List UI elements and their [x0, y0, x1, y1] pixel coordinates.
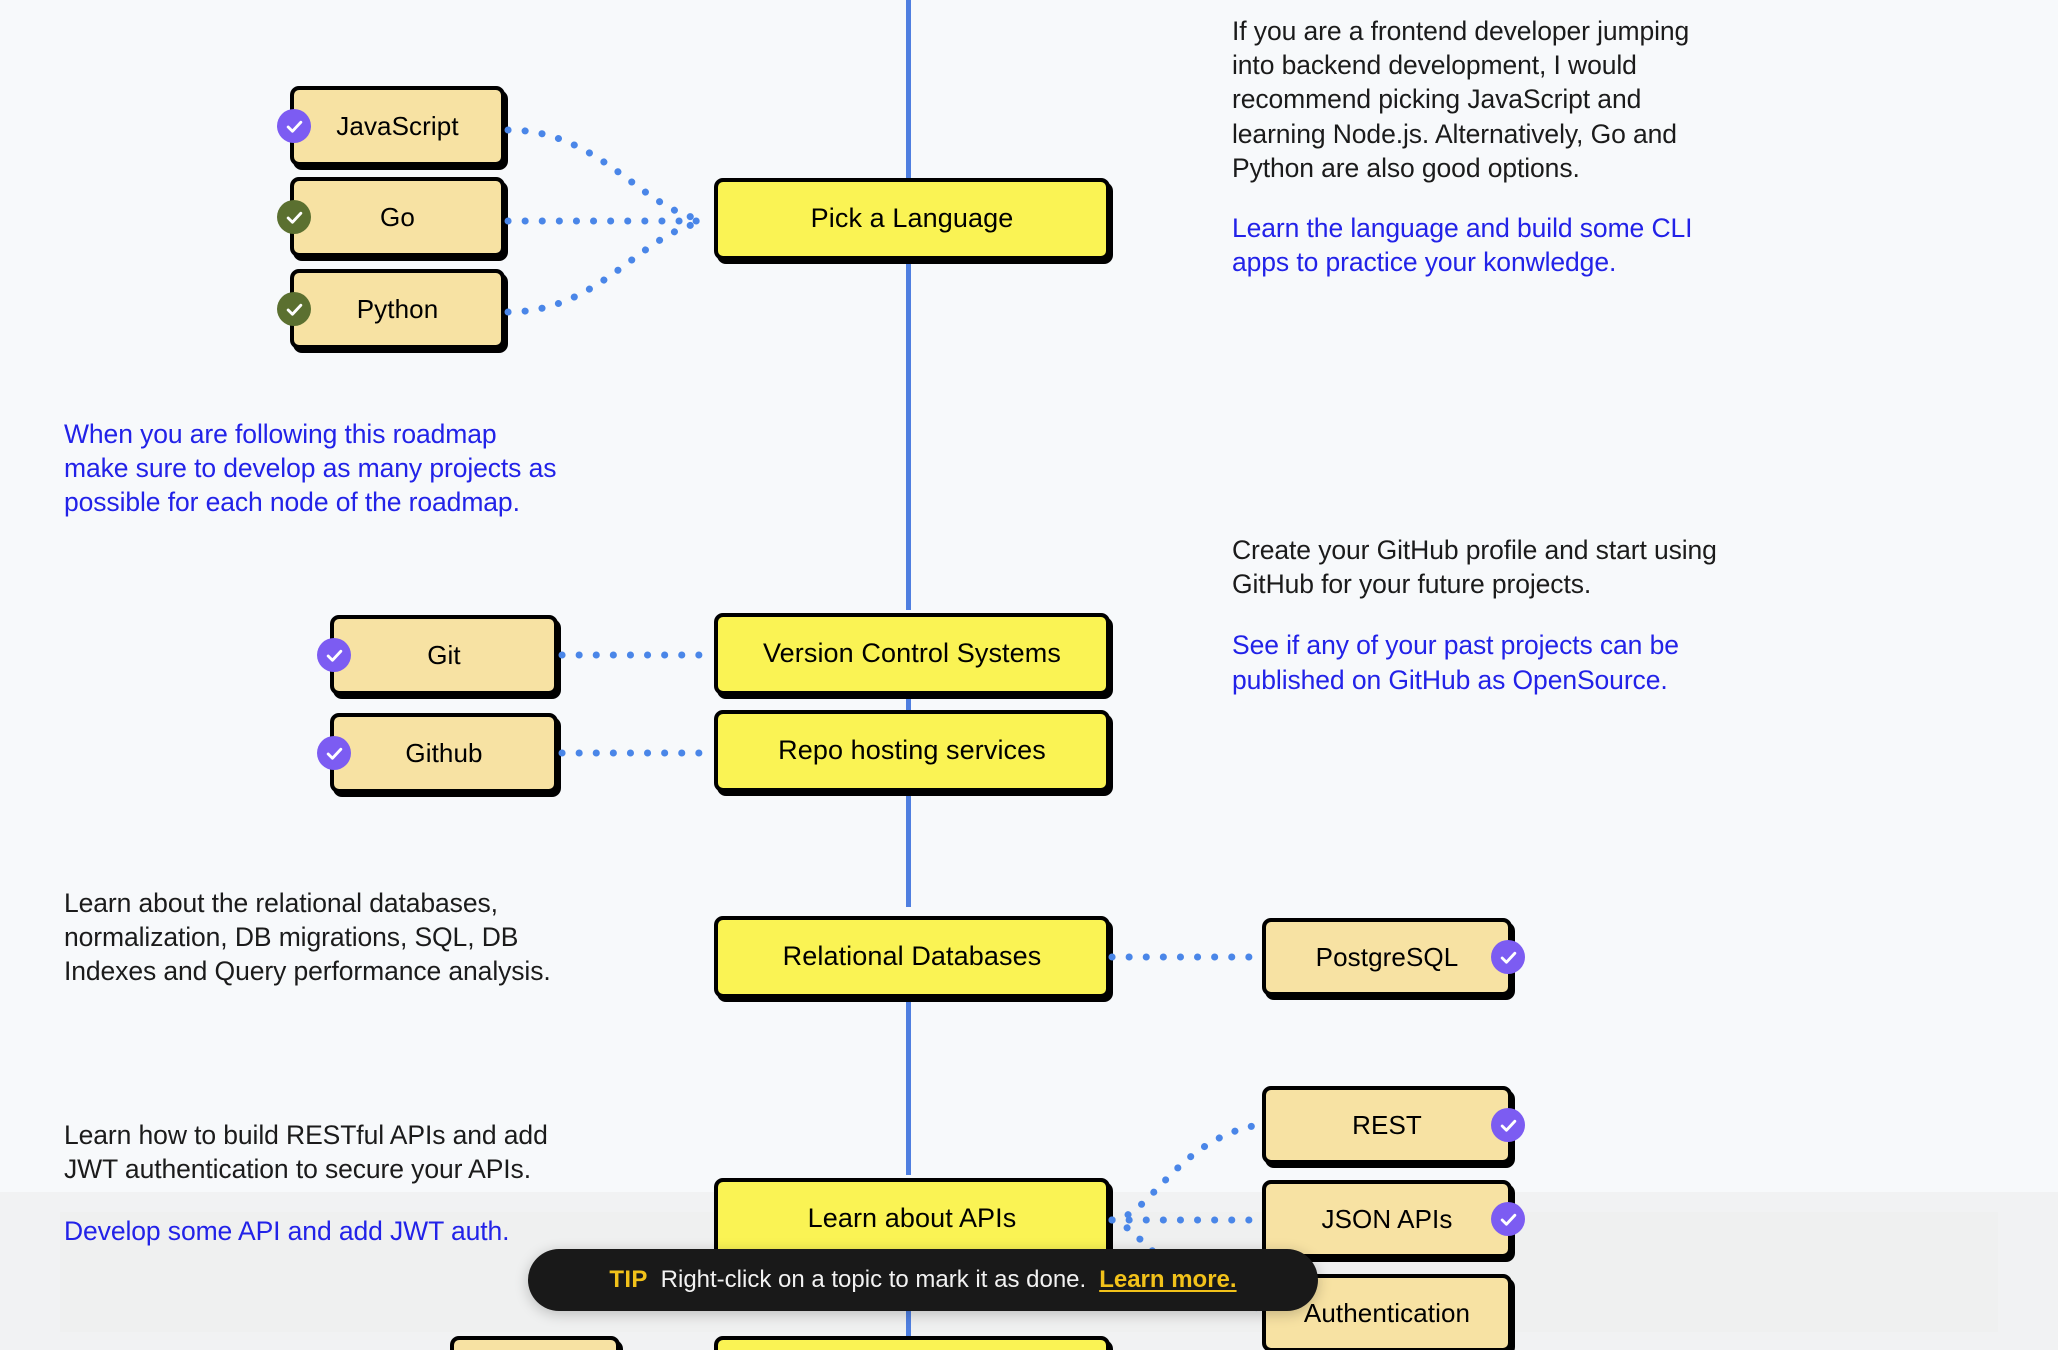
spine-segment-db-to-api	[906, 1000, 911, 1175]
status-badge-in-progress-icon[interactable]	[317, 736, 351, 770]
note-link-line[interactable]: See if any of your past projects can be	[1232, 630, 1679, 661]
node-git[interactable]: Git	[317, 615, 558, 695]
status-badge-done-icon[interactable]	[277, 200, 311, 234]
node-label: PostgreSQL	[1315, 941, 1459, 972]
note-link-line[interactable]: published on GitHub as OpenSource.	[1232, 664, 1668, 695]
node-version-control-systems[interactable]: Version Control Systems	[714, 613, 1110, 695]
note-link-line[interactable]: make sure to develop as many projects as	[64, 453, 557, 484]
node-label: Learn about APIs	[807, 1203, 1017, 1234]
node-label: Repo hosting services	[778, 735, 1046, 766]
note-github: Create your GitHub profile and start usi…	[1232, 533, 1812, 697]
tip-banner: TIP Right-click on a topic to mark it as…	[528, 1249, 1318, 1311]
note-language: If you are a frontend developer jumping …	[1232, 14, 1792, 279]
node-repo-hosting-services[interactable]: Repo hosting services	[714, 710, 1110, 792]
node-label: Git	[427, 639, 461, 670]
note-line: Create your GitHub profile and start usi…	[1232, 535, 1717, 565]
spine-segment-vcs-to-db	[906, 692, 911, 907]
note-line: If you are a frontend developer jumping	[1232, 16, 1690, 46]
spine-segment-lang-to-vcs	[906, 262, 911, 610]
node-learn-about-apis[interactable]: Learn about APIs	[714, 1178, 1110, 1260]
node-label: Authentication	[1303, 1297, 1471, 1328]
node-postgresql[interactable]: PostgreSQL	[1262, 918, 1525, 996]
note-line: Learn how to build RESTful APIs and add	[64, 1120, 548, 1150]
status-badge-in-progress-icon[interactable]	[317, 638, 351, 672]
note-link-line[interactable]: Develop some API and add JWT auth.	[64, 1216, 510, 1247]
node-bottom-partial-primary[interactable]	[714, 1336, 1110, 1350]
node-rest[interactable]: REST	[1262, 1086, 1525, 1164]
node-label: Relational Databases	[782, 941, 1042, 972]
note-line: Indexes and Query performance analysis.	[64, 956, 551, 987]
node-github[interactable]: Github	[317, 713, 558, 793]
node-json-apis[interactable]: JSON APIs	[1262, 1180, 1525, 1258]
note-databases: Learn about the relational databases, no…	[64, 886, 644, 989]
status-badge-in-progress-icon[interactable]	[277, 109, 311, 143]
node-pick-a-language[interactable]: Pick a Language	[714, 178, 1110, 260]
node-relational-databases[interactable]: Relational Databases	[714, 916, 1110, 998]
node-label: Python	[356, 293, 439, 324]
note-line: normalization, DB migrations, SQL, DB	[64, 922, 519, 953]
note-roadmap-advice: When you are following this roadmap make…	[64, 417, 644, 520]
node-label: JavaScript	[336, 110, 459, 141]
note-line: learning Node.js. Alternatively, Go and	[1232, 118, 1677, 149]
note-link-line[interactable]: possible for each node of the roadmap.	[64, 487, 520, 518]
tip-keyword: TIP	[609, 1266, 648, 1293]
spine-segment-top	[906, 0, 911, 182]
status-badge-done-icon[interactable]	[277, 292, 311, 326]
node-label: Github	[405, 737, 483, 768]
node-label: JSON APIs	[1321, 1203, 1453, 1234]
note-line: GitHub for your future projects.	[1232, 569, 1592, 600]
node-label: REST	[1352, 1109, 1422, 1140]
status-badge-in-progress-icon[interactable]	[1491, 1202, 1525, 1236]
note-line: into backend development, I would	[1232, 50, 1637, 81]
node-label: Go	[380, 201, 415, 232]
node-javascript[interactable]: JavaScript	[277, 86, 505, 166]
status-badge-in-progress-icon[interactable]	[1491, 940, 1525, 974]
node-label: Pick a Language	[810, 203, 1014, 234]
note-line: Learn about the relational databases,	[64, 888, 498, 918]
note-line: JWT authentication to secure your APIs.	[64, 1154, 531, 1185]
node-label: Version Control Systems	[763, 638, 1061, 669]
note-apis: Learn how to build RESTful APIs and add …	[64, 1118, 644, 1249]
node-bottom-partial-secondary[interactable]	[450, 1336, 620, 1350]
node-go[interactable]: Go	[277, 177, 505, 257]
note-link-line[interactable]: apps to practice your konwledge.	[1232, 247, 1617, 278]
tip-learn-more-link[interactable]: Learn more.	[1099, 1266, 1237, 1293]
note-link-line[interactable]: Learn the language and build some CLI	[1232, 212, 1693, 243]
tip-message: Right-click on a topic to mark it as don…	[660, 1266, 1087, 1293]
status-badge-in-progress-icon[interactable]	[1491, 1108, 1525, 1142]
note-line: Python are also good options.	[1232, 152, 1580, 183]
note-line: recommend picking JavaScript and	[1232, 84, 1642, 115]
note-link-line[interactable]: When you are following this roadmap	[64, 419, 497, 449]
node-python[interactable]: Python	[277, 269, 505, 349]
